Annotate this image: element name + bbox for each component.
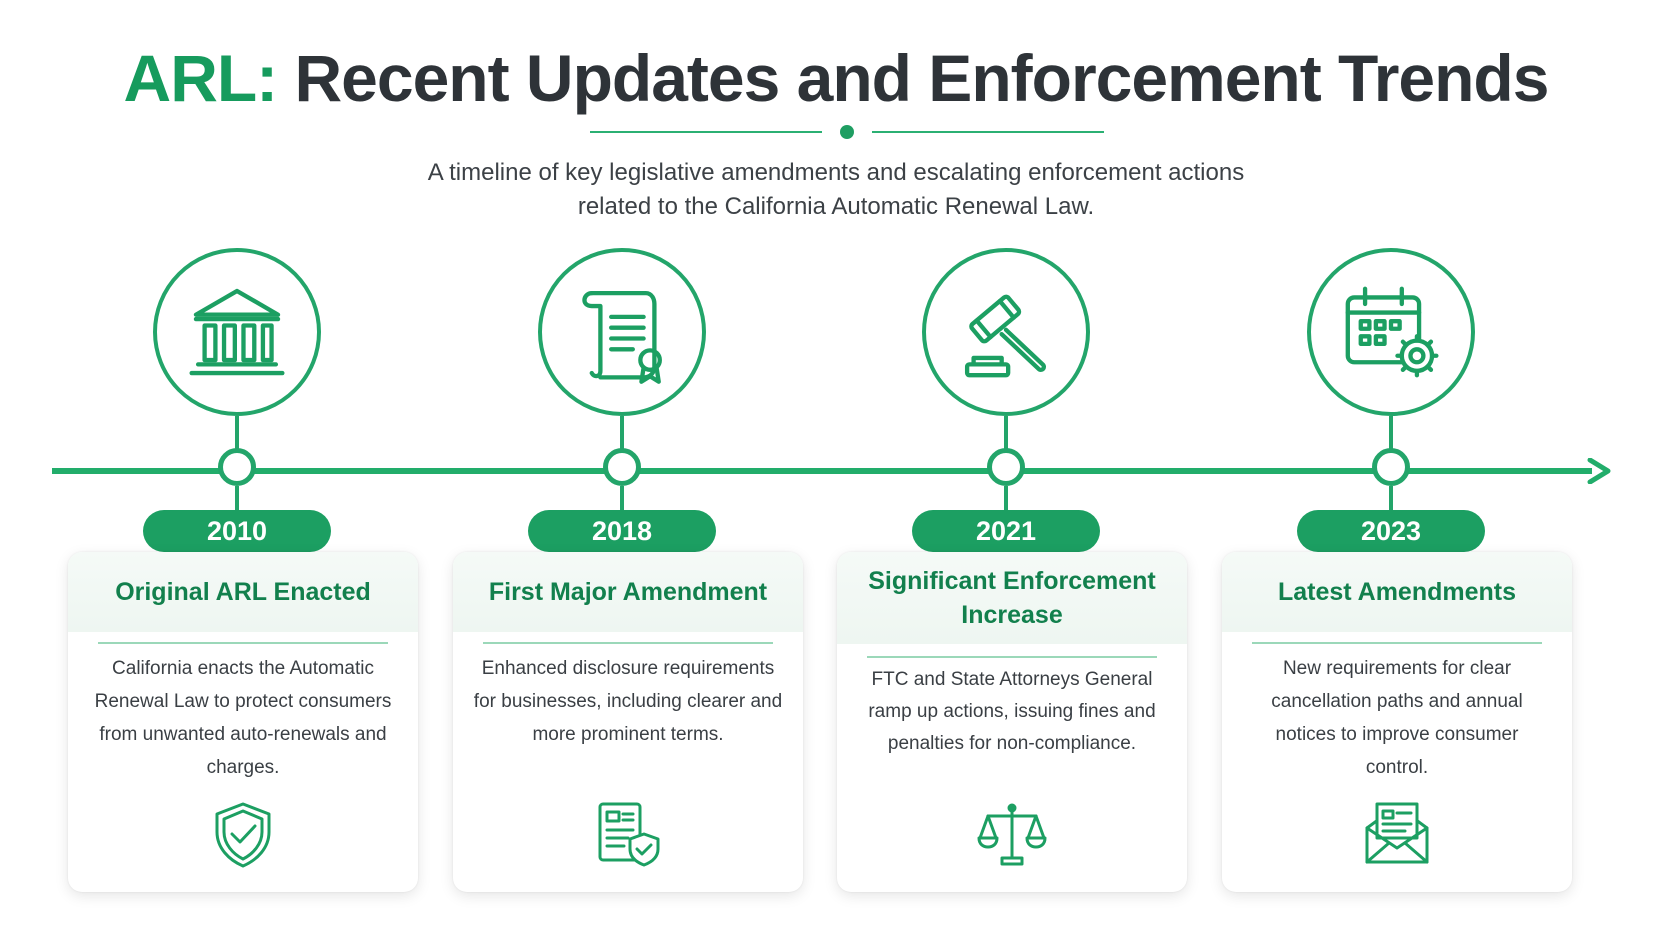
scales-icon (977, 803, 1047, 866)
card-body: New requirements for clear cancellation … (1271, 658, 1523, 778)
title-text: Recent Updates and Enforcement Trends (277, 41, 1549, 115)
subtitle-line-1: A timeline of key legislative amendments… (427, 159, 1245, 186)
page-title: ARL: Recent Updates and Enforcement Tren… (0, 38, 1672, 118)
card-body: FTC and State Attorneys General ramp up … (868, 669, 1156, 754)
event-card: Original ARL Enacted California enacts t… (68, 552, 418, 892)
event-card: Significant Enforcement Increase FTC and… (837, 552, 1187, 892)
year-badge: 2010 (143, 510, 331, 552)
timeline-event-2021: 2021 Significant Enforcement Increase FT… (837, 248, 1187, 900)
divider-line-left (590, 131, 822, 133)
timeline-line (52, 468, 1592, 474)
arrow-right-icon (1587, 458, 1611, 484)
event-icon-circle (1307, 248, 1475, 416)
timeline-event-2023: 2023 Latest Amendments New requirements … (1222, 248, 1572, 900)
card-header: First Major Amendment (453, 552, 803, 632)
connector (1389, 486, 1393, 512)
subtitle-line-2: related to the California Automatic Rene… (577, 193, 1095, 220)
divider-dot (840, 125, 854, 139)
timeline-node (218, 448, 256, 486)
timeline-event-2010: 2010 Original ARL Enacted California ena… (68, 248, 418, 900)
card-header: Latest Amendments (1222, 552, 1572, 632)
connector (1004, 416, 1008, 452)
card-body: Enhanced disclosure requirements for bus… (473, 658, 783, 745)
bank-building-icon (189, 288, 285, 376)
connector (1004, 486, 1008, 512)
card-heading: First Major Amendment (488, 578, 768, 606)
title-accent: ARL: (123, 41, 279, 115)
calendar-gear-icon (1345, 286, 1439, 378)
card-body: California enacts the Automatic Renewal … (94, 658, 392, 778)
card-divider (867, 656, 1157, 658)
timeline-node (1372, 448, 1410, 486)
title-divider (0, 124, 1672, 140)
document-shield-icon (598, 802, 660, 867)
card-heading: Latest Amendments (1277, 578, 1516, 606)
scroll-certificate-icon (582, 290, 662, 384)
gavel-icon (964, 294, 1046, 378)
timeline-event-2018: 2018 First Major Amendment Enhanced disc… (453, 248, 803, 900)
connector (620, 416, 624, 452)
year-badge: 2023 (1297, 510, 1485, 552)
timeline-node (987, 448, 1025, 486)
card-divider (98, 642, 388, 644)
card-heading: Significant Enforcement Increase (868, 567, 1156, 629)
card-divider (483, 642, 773, 644)
connector (620, 486, 624, 512)
year-badge: 2018 (528, 510, 716, 552)
divider-line-right (872, 131, 1104, 133)
card-header: Significant Enforcement Increase (837, 552, 1187, 644)
card-heading: Original ARL Enacted (115, 578, 371, 606)
event-card: Latest Amendments New requirements for c… (1222, 552, 1572, 892)
shield-check-icon (215, 802, 271, 868)
event-card: First Major Amendment Enhanced disclosur… (453, 552, 803, 892)
event-icon-circle (538, 248, 706, 416)
timeline-axis (52, 458, 1611, 488)
subtitle: A timeline of key legislative amendments… (336, 156, 1336, 224)
connector (1389, 416, 1393, 452)
envelope-letter-icon (1365, 802, 1429, 864)
connector (235, 416, 239, 452)
connector (235, 486, 239, 512)
event-icon-circle (153, 248, 321, 416)
year-badge: 2021 (912, 510, 1100, 552)
timeline-node (603, 448, 641, 486)
event-icon-circle (922, 248, 1090, 416)
card-divider (1252, 642, 1542, 644)
card-header: Original ARL Enacted (68, 552, 418, 632)
